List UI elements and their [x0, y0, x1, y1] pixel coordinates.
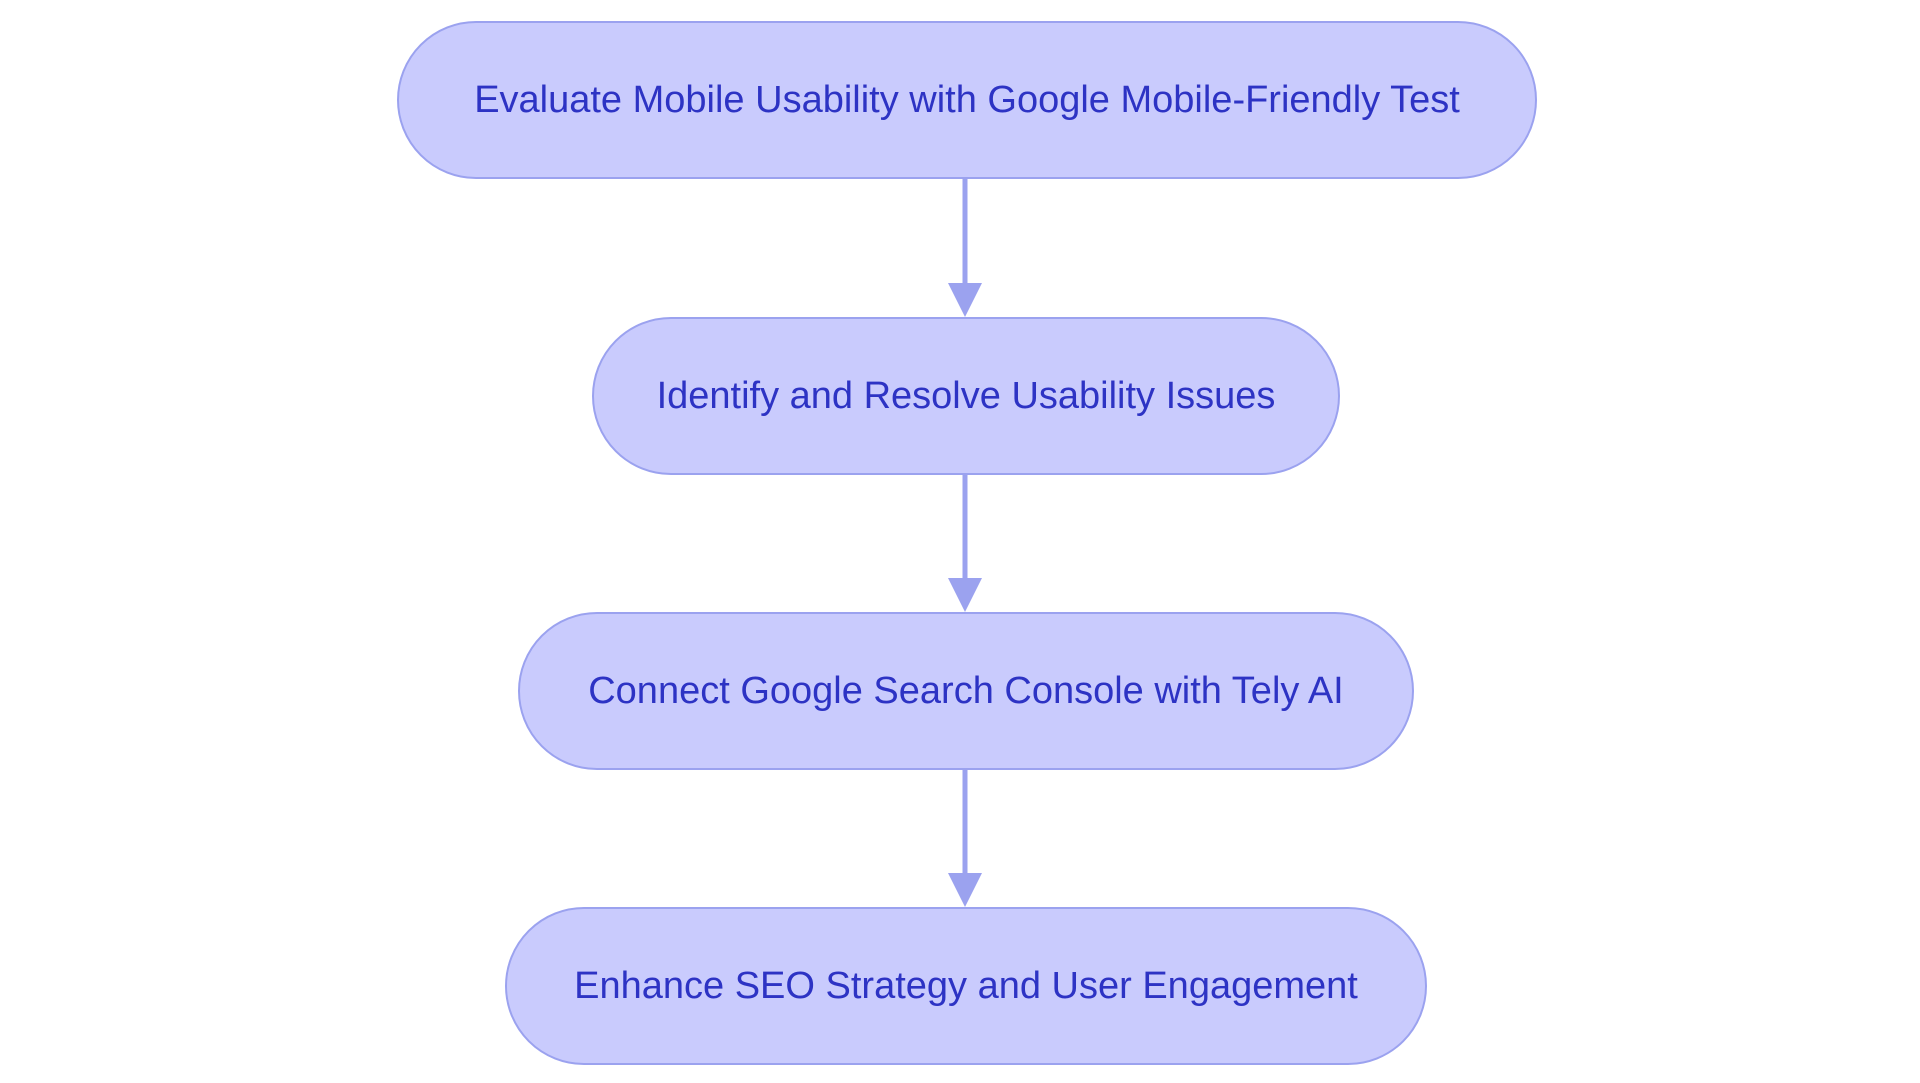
edge-2-to-3 — [948, 475, 982, 612]
node-label: Evaluate Mobile Usability with Google Mo… — [474, 78, 1460, 121]
node-label: Enhance SEO Strategy and User Engagement — [574, 964, 1358, 1007]
edge-1-to-2 — [948, 179, 982, 317]
flowchart-node: Enhance SEO Strategy and User Engagement — [505, 907, 1427, 1065]
arrowhead-icon — [948, 578, 982, 612]
flowchart-node: Evaluate Mobile Usability with Google Mo… — [397, 21, 1537, 179]
arrowhead-icon — [948, 283, 982, 317]
node-label: Identify and Resolve Usability Issues — [656, 374, 1276, 417]
flowchart-node: Identify and Resolve Usability Issues — [592, 317, 1340, 475]
flowchart-node: Connect Google Search Console with Tely … — [518, 612, 1414, 770]
node-label: Connect Google Search Console with Tely … — [588, 669, 1344, 712]
edge-3-to-4 — [948, 770, 982, 907]
arrowhead-icon — [948, 873, 982, 907]
